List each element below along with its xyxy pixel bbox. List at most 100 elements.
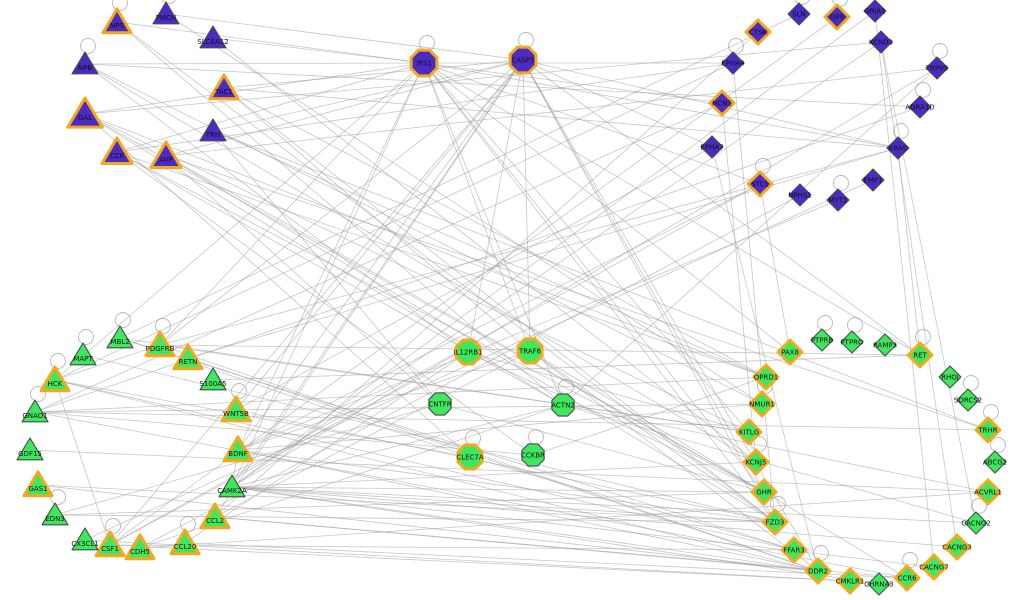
- node-MAPT[interactable]: MAPT: [69, 342, 97, 366]
- node-GAS1[interactable]: GAS1: [22, 470, 54, 498]
- node-PTPRB[interactable]: PTPRB: [810, 328, 834, 352]
- node-GHR[interactable]: GHR: [750, 478, 778, 506]
- node-KCNJ5[interactable]: KCNJ5: [742, 448, 770, 476]
- node-shape-diamond: [810, 328, 834, 352]
- node-IRS1[interactable]: IRS1: [409, 48, 439, 78]
- node-PTPRO[interactable]: PTPRO: [840, 330, 864, 354]
- node-shape-triangle: [149, 140, 183, 169]
- node-shape-diamond: [700, 135, 724, 159]
- node-GRIA1[interactable]: GRIA1: [863, 0, 887, 23]
- node-TRH[interactable]: TRH: [199, 118, 227, 142]
- node-KITLG[interactable]: KITLG: [735, 418, 763, 446]
- edge-CAMK2A-ACTN2: [231, 404, 564, 488]
- node-NPB[interactable]: NPB: [71, 51, 99, 75]
- node-CASP3[interactable]: CASP3: [508, 45, 538, 75]
- edge-CAMK2A-FZD3: [231, 486, 776, 523]
- edge-IRS1-STC1: [423, 62, 761, 185]
- edge-CX3CL1-CMKLR1: [84, 539, 851, 582]
- node-CMKLR1[interactable]: CMKLR1: [836, 567, 865, 595]
- node-EMP1[interactable]: EMP1: [861, 168, 885, 192]
- node-ACVRL1[interactable]: ACVRL1: [974, 478, 1002, 506]
- node-shape-diamond: [840, 330, 864, 354]
- self-loop-CCR6: [902, 552, 918, 568]
- self-loop-IRS1: [419, 35, 435, 51]
- node-CNTFR[interactable]: CNTFR: [428, 392, 452, 416]
- edge-CCK-IRS1: [116, 62, 425, 153]
- node-shape-diamond: [956, 388, 980, 412]
- node-shape-diamond: [735, 418, 763, 446]
- node-CACNG3[interactable]: CACNG3: [942, 533, 972, 561]
- node-CCKBR[interactable]: CCKBR: [521, 443, 545, 467]
- node-shape-diamond: [893, 564, 921, 592]
- node-CAMK2A[interactable]: CAMK2A: [217, 474, 247, 498]
- node-shape-triangle: [66, 96, 104, 129]
- node-shape-diamond: [974, 478, 1002, 506]
- self-loop-ADRA1D: [915, 82, 931, 98]
- node-shape-octagon: [456, 443, 484, 471]
- edge-CASP3-CAMK2A: [231, 59, 524, 488]
- node-ADRA1D[interactable]: ADRA1D: [905, 95, 935, 119]
- node-RAMP3[interactable]: RAMP3: [873, 333, 897, 357]
- node-CLEC7A[interactable]: CLEC7A: [456, 443, 484, 471]
- edge-IRS1-CAMK2A: [231, 62, 425, 488]
- node-HCK[interactable]: HCK: [39, 365, 71, 393]
- node-PAX8[interactable]: PAX8: [776, 338, 804, 366]
- node-SLN[interactable]: SLN: [787, 2, 811, 26]
- node-RETN[interactable]: RETN: [172, 343, 204, 371]
- node-GP9[interactable]: GP9: [823, 3, 851, 31]
- edge-TRAF6-CCR6: [529, 350, 908, 579]
- node-S100A5[interactable]: S100A5: [199, 367, 227, 391]
- node-CCL20[interactable]: CCL20: [169, 528, 201, 556]
- edge-AVP-CNTFR: [165, 155, 441, 405]
- node-shape-triangle: [152, 1, 180, 25]
- edge-CNTFR-GHR: [439, 403, 765, 493]
- node-SORCS2[interactable]: SORCS2: [954, 388, 982, 412]
- node-TRHR[interactable]: TRHR: [974, 416, 1002, 444]
- node-EPHA7[interactable]: EPHA7: [700, 135, 724, 159]
- edge-STC1-CSF1: [109, 183, 761, 546]
- node-CX3CL1[interactable]: CX3CL1: [71, 527, 99, 551]
- node-CACNG7[interactable]: CACNG7: [919, 553, 949, 581]
- node-shape-triangle: [100, 136, 134, 165]
- node-GDF15[interactable]: GDF15: [16, 437, 44, 461]
- edge-GAL-KITLG: [84, 113, 750, 433]
- node-shape-octagon: [428, 392, 452, 416]
- node-shape-diamond: [920, 553, 948, 581]
- node-shape-triangle: [71, 51, 99, 75]
- node-shape-triangle: [124, 533, 156, 561]
- edge-IRS1-FZD3: [423, 62, 776, 523]
- node-TRAF6[interactable]: TRAF6: [516, 337, 544, 365]
- node-EPHA4[interactable]: EPHA4: [721, 51, 745, 75]
- edge-CASP3-CSF1: [109, 59, 524, 546]
- node-STC1[interactable]: STC1: [746, 170, 774, 198]
- node-NMUR1[interactable]: NMUR1: [748, 390, 776, 418]
- node-shape-diamond: [823, 3, 851, 31]
- node-NPS[interactable]: NPS: [101, 7, 133, 35]
- node-RET[interactable]: RET: [906, 341, 934, 369]
- edge-CASP3-WNT5B: [235, 59, 524, 411]
- node-ACTN2[interactable]: ACTN2: [551, 393, 575, 417]
- node-SLC6A12[interactable]: SLC6A12: [197, 25, 229, 49]
- node-GNAO1[interactable]: GNAO1: [21, 399, 49, 423]
- node-shape-diamond: [906, 341, 934, 369]
- node-MBL2[interactable]: MBL2: [106, 325, 134, 349]
- node-CACNG2[interactable]: CACNG2: [961, 511, 991, 535]
- edge-CAMK2A-GHR: [231, 486, 765, 493]
- node-CTSK[interactable]: CTSK: [744, 18, 772, 46]
- node-RHOJ[interactable]: RHOJ: [938, 365, 962, 389]
- node-EDN3[interactable]: EDN3: [41, 502, 69, 526]
- edge-KCND3-CAMK2A: [231, 41, 882, 488]
- edge-IRS1-KRAS: [423, 62, 899, 149]
- node-ABCG2[interactable]: ABCG2: [983, 450, 1007, 474]
- node-shape-diamond: [908, 95, 932, 119]
- node-CSF1[interactable]: CSF1: [94, 530, 126, 558]
- node-shape-diamond: [752, 363, 780, 391]
- edge-GAL-IRS1: [84, 62, 425, 115]
- node-NPHS1[interactable]: NPHS1: [788, 183, 812, 207]
- self-loop-CSF1: [105, 518, 121, 534]
- node-CCR6[interactable]: CCR6: [893, 564, 921, 592]
- node-IL12RB1[interactable]: IL12RB1: [454, 338, 483, 366]
- node-KCND3[interactable]: KCND3: [869, 30, 893, 54]
- node-PMCH[interactable]: PMCH: [152, 1, 180, 25]
